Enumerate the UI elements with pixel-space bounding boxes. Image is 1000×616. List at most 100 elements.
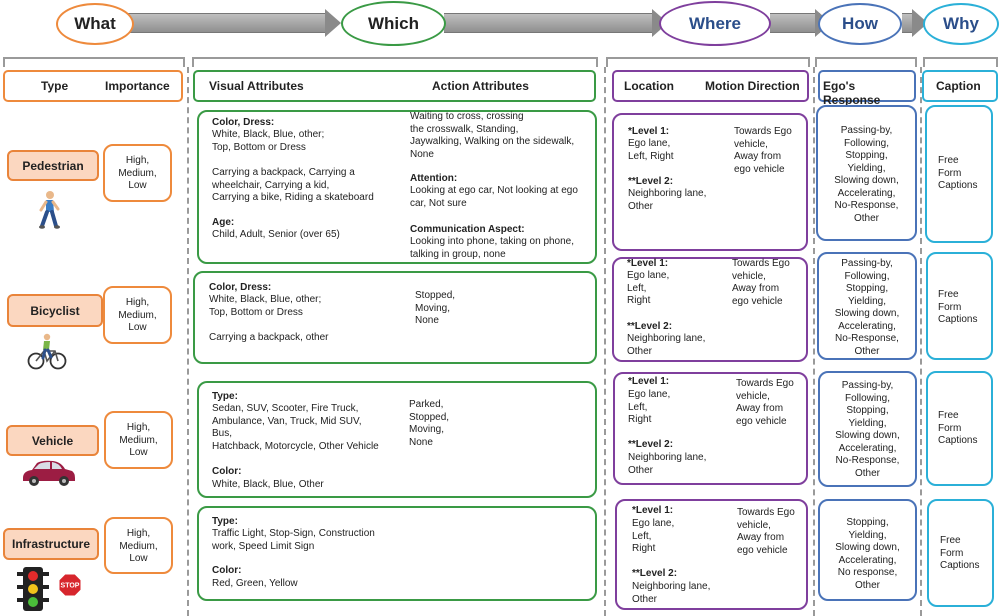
type-bicyclist: Bicyclist xyxy=(7,294,103,327)
header-what: Type Importance xyxy=(3,70,183,102)
response-infrastructure: Stopping, Yielding, Slowing down, Accele… xyxy=(818,499,917,601)
which-box-pedestrian xyxy=(197,110,597,264)
response-bicyclist: Passing-by, Following, Stopping, Yieldin… xyxy=(817,252,917,360)
ped-l1-title: *Level 1: xyxy=(628,126,670,137)
veh-action-text: Parked, Stopped, Moving, None xyxy=(409,399,450,448)
header-type: Type xyxy=(41,79,69,93)
ped-color-title: Color, Dress: xyxy=(212,117,275,128)
car-icon xyxy=(23,460,75,486)
stage-which: Which xyxy=(341,1,446,46)
veh-color-title: Color: xyxy=(212,466,242,477)
header-visual: Visual Attributes xyxy=(209,79,304,93)
veh-type-title: Type: xyxy=(212,391,238,402)
where-box-pedestrian xyxy=(612,113,808,251)
caption-bicyclist: Free Form Captions xyxy=(926,252,993,360)
stage-why: Why xyxy=(923,3,999,45)
inf-l2-title: **Level 2: xyxy=(632,568,678,579)
type-vehicle: Vehicle xyxy=(6,425,99,456)
header-action: Action Attributes xyxy=(432,79,529,93)
traffic-light-icon xyxy=(17,567,49,611)
where-box-vehicle xyxy=(613,372,808,485)
inf-l1-title: *Level 1: xyxy=(632,505,674,516)
importance-vehicle: High, Medium, Low xyxy=(104,411,173,469)
header-why: Caption xyxy=(922,70,998,102)
ped-age-text: Child, Adult, Senior (over 65) xyxy=(212,229,340,240)
ped-comm-title: Communication Aspect: xyxy=(410,224,525,235)
importance-infrastructure: High, Medium, Low xyxy=(104,517,173,574)
bracket-which xyxy=(192,57,598,67)
header-where: Location Motion Direction xyxy=(612,70,809,102)
veh-l2-text: Neighboring lane, Other xyxy=(628,452,707,476)
ped-carry-text: Carrying a backpack, Carrying a wheelcha… xyxy=(212,167,374,203)
response-pedestrian: Passing-by, Following, Stopping, Yieldin… xyxy=(816,105,917,241)
divider-4 xyxy=(920,67,922,616)
bic-l1-text: Ego lane, Left, Right xyxy=(627,270,670,306)
caption-vehicle: Free Form Captions xyxy=(926,371,993,486)
which-box-vehicle xyxy=(197,381,597,498)
flow-arrowhead-1 xyxy=(325,9,341,37)
divider-2 xyxy=(604,67,606,616)
which-box-infrastructure xyxy=(197,506,597,601)
bic-color-title: Color, Dress: xyxy=(209,282,272,293)
stop-sign-text: STOP xyxy=(61,583,80,590)
header-caption: Caption xyxy=(936,79,981,93)
ped-motion: Towards Ego vehicle, Away from ego vehic… xyxy=(734,126,792,175)
inf-type-title: Type: xyxy=(212,516,238,527)
bracket-why xyxy=(923,57,998,67)
inf-color-title: Color: xyxy=(212,565,242,576)
bic-l2-title: **Level 2: xyxy=(627,321,673,332)
stop-sign-icon: STOP xyxy=(58,573,82,597)
stage-how: How xyxy=(818,3,902,45)
bracket-where xyxy=(606,57,810,67)
bic-l1-title: *Level 1: xyxy=(627,258,669,269)
bic-l2-text: Neighboring lane, Other xyxy=(627,333,706,357)
ped-comm-text: Looking into phone, taking on phone, tal… xyxy=(410,236,575,260)
veh-l1-text: Ego lane, Left, Right xyxy=(628,389,671,425)
inf-motion: Towards Ego vehicle, Away from ego vehic… xyxy=(737,507,795,556)
inf-l1-text: Ego lane, Left, Right xyxy=(632,518,675,554)
flow-bar-3 xyxy=(770,13,820,33)
ped-color-text: White, Black, Blue, other; Top, Bottom o… xyxy=(212,129,325,153)
veh-type-text: Sedan, SUV, Scooter, Fire Truck, Ambulan… xyxy=(212,403,379,452)
stage-where: Where xyxy=(659,1,771,46)
pedestrian-icon xyxy=(39,191,60,229)
header-location: Location xyxy=(624,79,674,93)
veh-l1-title: *Level 1: xyxy=(628,376,670,387)
ped-age-title: Age: xyxy=(212,217,235,228)
veh-motion: Towards Ego vehicle, Away from ego vehic… xyxy=(736,378,794,427)
ped-l2-text: Neighboring lane, Other xyxy=(628,188,707,212)
bic-motion: Towards Ego vehicle, Away from ego vehic… xyxy=(732,258,790,307)
header-motion: Motion Direction xyxy=(705,79,800,93)
where-box-bicyclist xyxy=(612,257,808,362)
flow-bar-1 xyxy=(128,13,328,33)
ped-l1-text: Ego lane, Left, Right xyxy=(628,138,674,162)
bracket-how xyxy=(815,57,917,67)
header-importance: Importance xyxy=(105,79,170,93)
stage-what: What xyxy=(56,3,134,45)
bic-action-text: Stopped, Moving, None xyxy=(415,290,456,326)
importance-pedestrian: High, Medium, Low xyxy=(103,144,172,202)
veh-l2-title: **Level 2: xyxy=(628,439,674,450)
divider-3 xyxy=(813,67,815,616)
ped-l2-title: **Level 2: xyxy=(628,176,674,187)
header-response: Ego's Response xyxy=(823,79,881,107)
flow-bar-2 xyxy=(444,13,656,33)
type-infrastructure: Infrastructure xyxy=(3,528,99,560)
inf-color-text: Red, Green, Yellow xyxy=(212,578,298,589)
ped-attention-text: Looking at ego car, Not looking at ego c… xyxy=(410,185,578,209)
response-vehicle: Passing-by, Following, Stopping, Yieldin… xyxy=(818,371,917,487)
inf-l2-text: Neighboring lane, Other xyxy=(632,581,711,605)
bicyclist-icon xyxy=(27,333,67,370)
ped-attention-title: Attention: xyxy=(410,173,458,184)
header-which: Visual Attributes Action Attributes xyxy=(193,70,596,102)
inf-type-text: Traffic Light, Stop-Sign, Construction w… xyxy=(212,528,375,552)
type-pedestrian: Pedestrian xyxy=(7,150,99,181)
caption-infrastructure: Free Form Captions xyxy=(927,499,994,607)
importance-bicyclist: High, Medium, Low xyxy=(103,286,172,344)
divider-1 xyxy=(187,67,189,616)
ped-action-text: Waiting to cross, crossing the crosswalk… xyxy=(410,111,575,160)
caption-pedestrian: Free Form Captions xyxy=(925,105,993,243)
where-box-infrastructure xyxy=(615,499,808,610)
bracket-what xyxy=(3,57,185,67)
veh-color-text: White, Black, Blue, Other xyxy=(212,479,324,490)
